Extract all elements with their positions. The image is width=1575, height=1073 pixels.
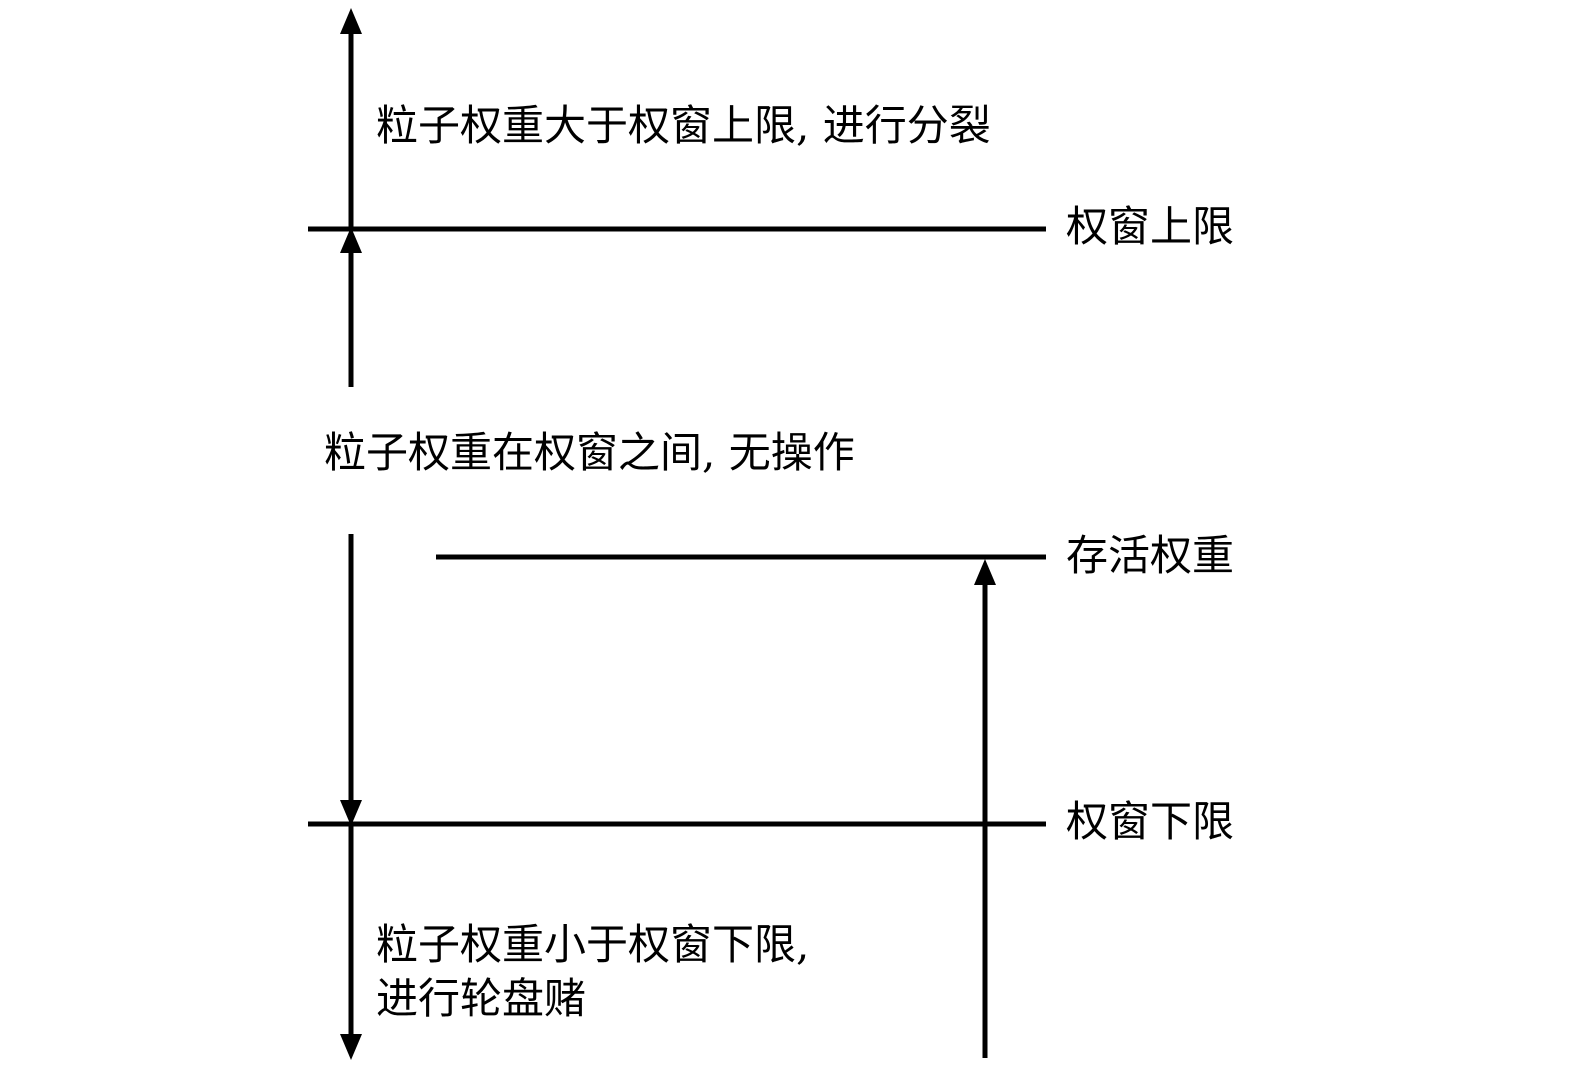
lower-limit-label: 权窗下限 [1066,797,1235,846]
roulette-label-line-2: 进行轮盘赌 [376,974,587,1023]
upper-limit-label: 权窗上限 [1066,202,1235,251]
fall-to-lower-arrow-head [340,800,362,826]
split-arrow-head [340,8,362,34]
rise-to-upper-arrow-head [340,227,362,253]
roulette-label-line-1: 粒子权重小于权窗下限, [376,920,810,969]
survival-weight-label: 存活权重 [1066,531,1235,580]
split-region-label: 粒子权重大于权窗上限, 进行分裂 [376,101,991,150]
no-operation-region-label: 粒子权重在权窗之间, 无操作 [324,428,855,477]
roulette-region-label: 粒子权重小于权窗下限, 进行轮盘赌 [376,918,809,1026]
roulette-arrow-head [340,1034,362,1060]
survive-arrow-head [974,559,996,585]
